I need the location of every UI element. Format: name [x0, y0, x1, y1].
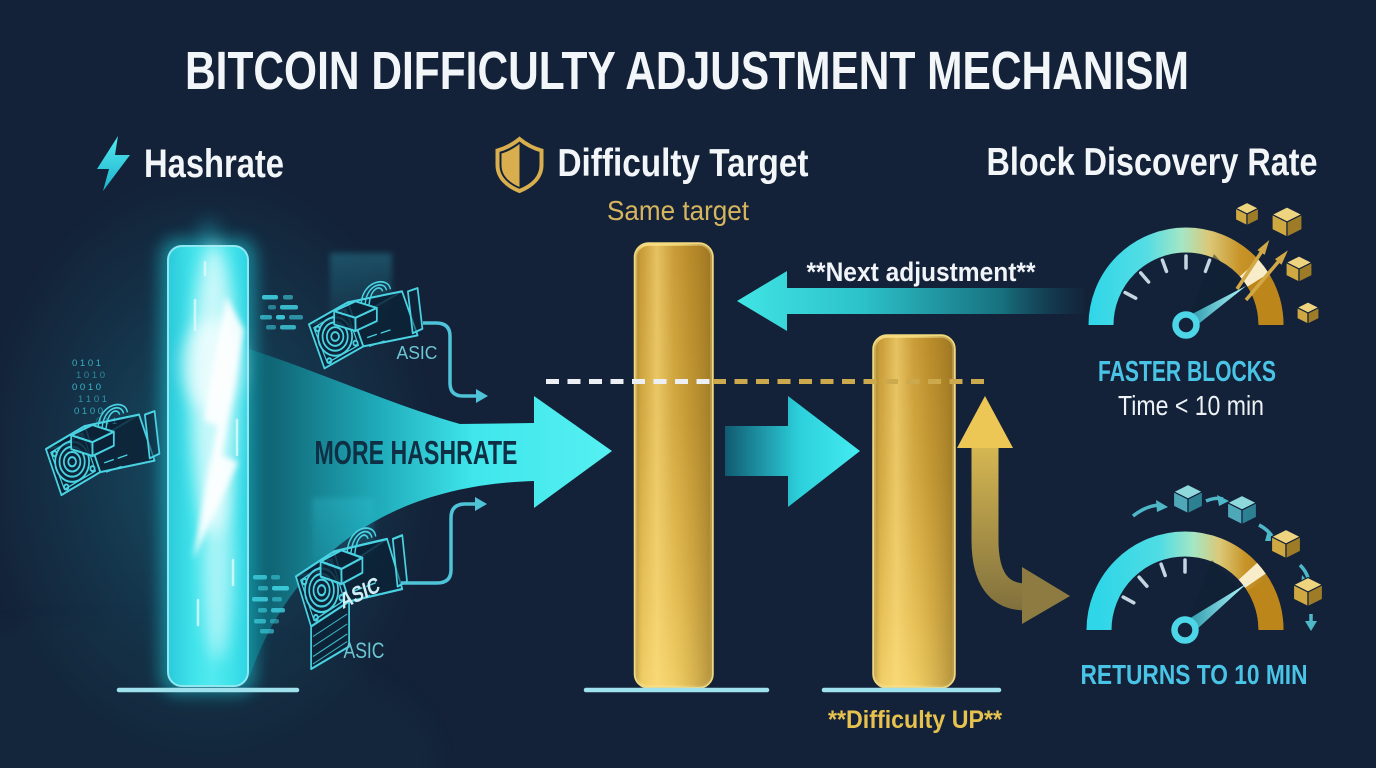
svg-text:Same target: Same target — [607, 195, 749, 226]
svg-text:**Difficulty UP**: **Difficulty UP** — [828, 706, 1002, 734]
svg-text:ASIC: ASIC — [397, 343, 438, 363]
svg-text:Difficulty Target: Difficulty Target — [558, 142, 809, 185]
svg-text:Hashrate: Hashrate — [144, 142, 284, 186]
svg-text:ASIC: ASIC — [344, 638, 385, 663]
svg-text:MORE HASHRATE: MORE HASHRATE — [315, 434, 518, 471]
svg-text:1 1 0 1: 1 1 0 1 — [78, 394, 107, 405]
svg-text:Block Discovery Rate: Block Discovery Rate — [987, 141, 1318, 184]
svg-text:**Next adjustment**: **Next adjustment** — [807, 257, 1036, 287]
svg-text:1 0 1 0: 1 0 1 0 — [76, 370, 105, 381]
svg-text:0 0 1 0: 0 0 1 0 — [72, 382, 101, 393]
svg-text:Time < 10 min: Time < 10 min — [1118, 390, 1264, 421]
svg-text:FASTER BLOCKS: FASTER BLOCKS — [1098, 356, 1276, 388]
svg-text:BITCOIN DIFFICULTY ADJUSTMENT: BITCOIN DIFFICULTY ADJUSTMENT MECHANISM — [185, 41, 1189, 101]
svg-text:0 1 0 0: 0 1 0 0 — [74, 406, 103, 417]
svg-text:0 1 0 1: 0 1 0 1 — [72, 358, 101, 369]
svg-text:RETURNS TO 10 MIN: RETURNS TO 10 MIN — [1081, 659, 1308, 690]
svg-text:0 1 1: 0 1 1 — [96, 416, 117, 427]
